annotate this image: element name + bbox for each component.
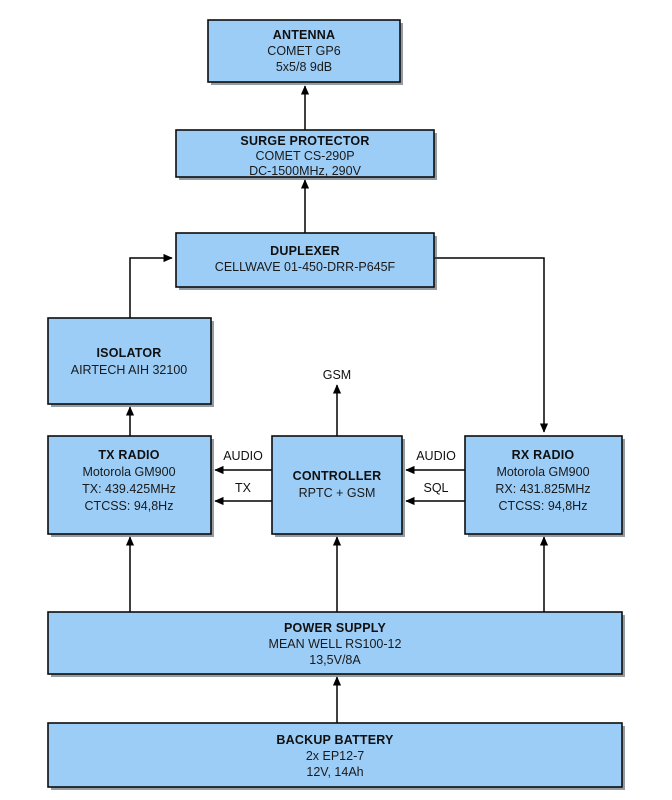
node-duplexer-title: DUPLEXER <box>270 244 340 258</box>
node-duplexer-line2: CELLWAVE 01-450-DRR-P645F <box>215 260 396 274</box>
node-power-supply[interactable]: POWER SUPPLY MEAN WELL RS100-12 13,5V/8A <box>47 611 625 677</box>
node-controller-title: CONTROLLER <box>293 469 382 483</box>
node-power-supply-title: POWER SUPPLY <box>284 621 386 635</box>
node-antenna-title: ANTENNA <box>273 28 336 42</box>
node-isolator-line2: AIRTECH AIH 32100 <box>71 363 188 377</box>
node-controller[interactable]: CONTROLLER RPTC + GSM <box>271 435 405 537</box>
edge-label-sql: SQL <box>423 481 448 495</box>
node-tx-radio-line3: TX: 439.425MHz <box>82 482 176 496</box>
edge-label-gsm: GSM <box>323 368 351 382</box>
node-antenna-line2: COMET GP6 <box>267 44 340 58</box>
node-rx-radio-title: RX RADIO <box>512 448 575 462</box>
edge-duplexer-to-rx-radio <box>434 257 549 433</box>
node-duplexer[interactable]: DUPLEXER CELLWAVE 01-450-DRR-P645F <box>175 232 437 290</box>
node-controller-line2: RPTC + GSM <box>299 486 376 500</box>
node-rx-radio-line2: Motorola GM900 <box>496 465 589 479</box>
node-rx-radio[interactable]: RX RADIO Motorola GM900 RX: 431.825MHz C… <box>464 435 625 537</box>
node-backup-battery-line3: 12V, 14Ah <box>306 765 363 779</box>
node-isolator-title: ISOLATOR <box>96 346 161 360</box>
edges <box>125 85 549 723</box>
edge-label-audio-tx: AUDIO <box>223 449 263 463</box>
node-antenna-line3: 5x5/8 9dB <box>276 60 332 74</box>
node-isolator[interactable]: ISOLATOR AIRTECH AIH 32100 <box>47 317 214 407</box>
node-power-supply-line3: 13,5V/8A <box>309 653 361 667</box>
node-antenna[interactable]: ANTENNA COMET GP6 5x5/8 9dB <box>207 19 403 85</box>
node-surge-protector[interactable]: SURGE PROTECTOR COMET CS-290P DC-1500MHz… <box>175 129 437 180</box>
node-backup-battery-line2: 2x EP12-7 <box>306 749 364 763</box>
node-surge-protector-title: SURGE PROTECTOR <box>240 134 369 148</box>
node-power-supply-line2: MEAN WELL RS100-12 <box>269 637 402 651</box>
node-rx-radio-line4: CTCSS: 94,8Hz <box>499 499 588 513</box>
edge-labels: GSM AUDIO TX AUDIO SQL <box>223 368 456 495</box>
edge-isolator-to-duplexer <box>129 253 173 318</box>
edge-label-audio-rx: AUDIO <box>416 449 456 463</box>
node-backup-battery-title: BACKUP BATTERY <box>276 733 394 747</box>
node-tx-radio[interactable]: TX RADIO Motorola GM900 TX: 439.425MHz C… <box>47 435 214 537</box>
node-tx-radio-title: TX RADIO <box>98 448 159 462</box>
node-backup-battery[interactable]: BACKUP BATTERY 2x EP12-7 12V, 14Ah <box>47 722 625 790</box>
node-surge-protector-line2: COMET CS-290P <box>255 149 354 163</box>
node-surge-protector-line3: DC-1500MHz, 290V <box>249 164 362 178</box>
node-tx-radio-line2: Motorola GM900 <box>82 465 175 479</box>
node-rx-radio-line3: RX: 431.825MHz <box>495 482 590 496</box>
edge-label-tx: TX <box>235 481 252 495</box>
node-tx-radio-line4: CTCSS: 94,8Hz <box>85 499 174 513</box>
